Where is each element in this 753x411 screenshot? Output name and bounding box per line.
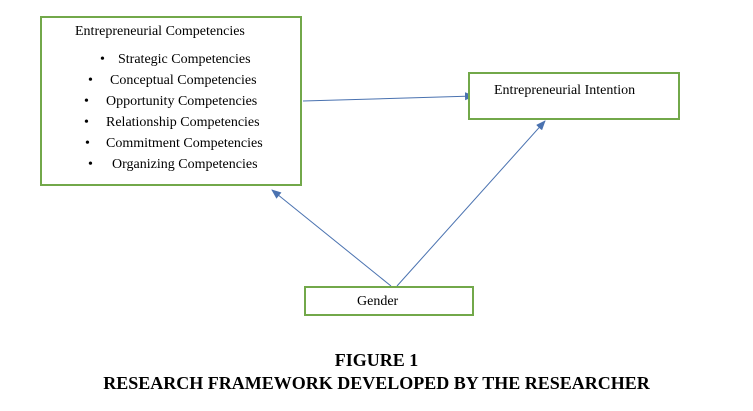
bullet-icon: • (84, 115, 89, 130)
arrow-gender-to-competencies (271, 189, 392, 287)
bullet-icon: • (100, 52, 105, 67)
list-item-label: Commitment Competencies (106, 136, 263, 151)
entrepreneurial-competencies-box: Entrepreneurial Competencies • Strategic… (40, 16, 302, 186)
gender-box: Gender (304, 286, 474, 316)
figure-number: FIGURE 1 (334, 350, 419, 370)
gender-title: Gender (357, 294, 399, 309)
intention-title: Entrepreneurial Intention (494, 83, 636, 98)
bullet-icon: • (85, 136, 90, 151)
list-item-label: Organizing Competencies (112, 157, 258, 172)
list-item: • Opportunity Competencies (42, 94, 300, 115)
list-item-label: Strategic Competencies (118, 52, 251, 67)
figure-title: RESEARCH FRAMEWORK DEVELOPED BY THE RESE… (103, 373, 650, 393)
list-item-label: Relationship Competencies (106, 115, 260, 130)
competencies-list: • Strategic Competencies • Conceptual Co… (42, 52, 300, 178)
entrepreneurial-intention-box: Entrepreneurial Intention (468, 72, 680, 120)
list-item: • Organizing Competencies (42, 157, 300, 178)
list-item: • Strategic Competencies (42, 52, 300, 73)
arrow-gender-to-intention (396, 120, 546, 287)
list-item: • Conceptual Competencies (42, 73, 300, 94)
list-item-label: Opportunity Competencies (106, 94, 258, 109)
bullet-icon: • (84, 94, 89, 109)
list-item: • Relationship Competencies (42, 115, 300, 136)
competencies-title: Entrepreneurial Competencies (75, 24, 245, 39)
list-item: • Commitment Competencies (42, 136, 300, 157)
bullet-icon: • (88, 157, 93, 172)
bullet-icon: • (88, 73, 93, 88)
arrow-competencies-to-intention (302, 92, 475, 102)
list-item-label: Conceptual Competencies (110, 73, 257, 88)
